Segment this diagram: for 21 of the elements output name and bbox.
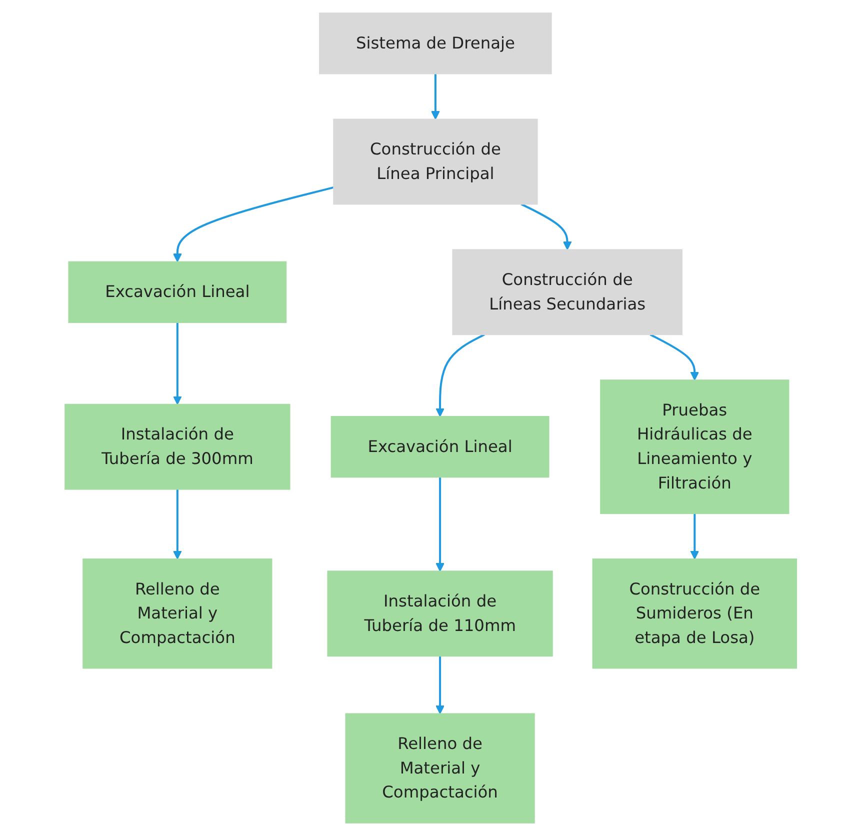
node-box: Sistema de Drenaje [319, 12, 552, 74]
node-box: Construcción de Sumideros (En etapa de Losa) [592, 558, 798, 669]
node-box: Relleno de Material y Compactación [345, 713, 536, 824]
arrow [173, 186, 334, 262]
arrow [173, 322, 182, 405]
arrow [650, 334, 700, 380]
arrow [436, 656, 445, 714]
node-box: Instalación de Tubería de 110mm [327, 570, 554, 657]
arrow [436, 334, 486, 417]
node-box: Instalación de Tubería de 300mm [64, 404, 290, 490]
arrow [431, 74, 440, 120]
node-box: Construcción de Línea Principal [333, 118, 538, 205]
node-box: Excavación Lineal [68, 261, 287, 323]
node-box: Relleno de Material y Compactación [82, 558, 272, 669]
arrow [690, 514, 700, 560]
node-box: Pruebas Hidráulicas de Lineamiento y Filtración [600, 380, 790, 514]
arrow [521, 203, 572, 250]
arrow [436, 477, 445, 572]
node-box: Construcción de Líneas Secundarias [452, 249, 683, 336]
node-box: Excavación Lineal [331, 416, 550, 478]
arrow [173, 489, 182, 560]
